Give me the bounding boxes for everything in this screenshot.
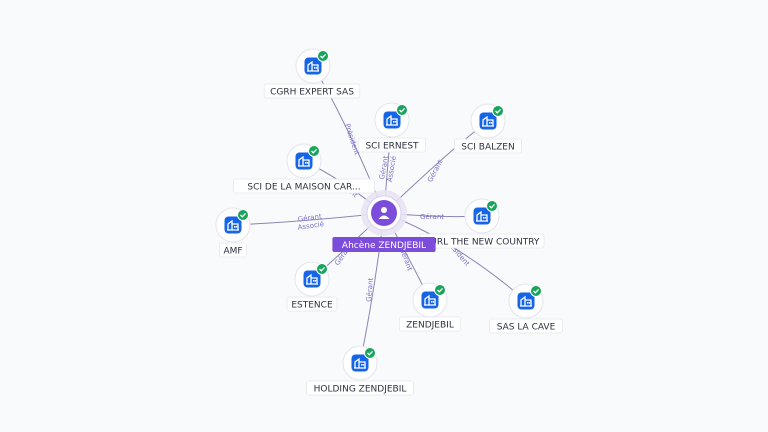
building-icon <box>421 291 439 309</box>
company-node-zendjebil[interactable]: ZENDJEBIL <box>398 282 462 332</box>
company-name: SCI DE LA MAISON CAR... <box>247 183 360 193</box>
check-icon <box>308 145 320 157</box>
company-node-holding[interactable]: HOLDING ZENDJEBIL <box>306 345 414 396</box>
check-icon <box>237 209 249 221</box>
company-node-ernest[interactable]: SCI ERNEST <box>358 102 426 153</box>
building-icon <box>473 207 491 225</box>
node-label-box <box>233 178 375 194</box>
check-icon <box>364 347 376 359</box>
person-icon <box>378 207 390 219</box>
edge-labels-newcountry: Gérant <box>420 213 444 221</box>
company-name: CGRH EXPERT SAS <box>270 88 354 98</box>
company-node-newcountry[interactable]: EURL THE NEW COUNTRY <box>419 198 545 249</box>
check-icon <box>396 104 408 116</box>
relation-label: Associé <box>297 220 324 232</box>
company-node-estence[interactable]: ESTENCE <box>286 261 338 312</box>
graph-nodes: CGRH EXPERT SAS SCI ERNEST SCI BALZEN SCI D… <box>215 48 563 396</box>
building-icon <box>383 111 401 129</box>
check-icon <box>486 200 498 212</box>
building-icon <box>304 57 322 75</box>
center-person-name: Ahcène ZENDJEBIL <box>342 240 426 251</box>
building-icon <box>295 152 313 170</box>
company-name: AMF <box>223 247 242 257</box>
relation-label: Gérant <box>297 212 322 223</box>
company-node-amf[interactable]: AMF <box>215 207 251 258</box>
company-name: EURL THE NEW COUNTRY <box>425 238 540 248</box>
node-label-box <box>306 380 414 396</box>
center-label-box <box>332 237 436 252</box>
node-label-box <box>489 318 563 334</box>
node-label-box <box>358 137 426 153</box>
check-icon <box>317 50 329 62</box>
company-name: HOLDING ZENDJEBIL <box>314 385 407 395</box>
company-name: ZENDJEBIL <box>406 321 454 331</box>
building-icon <box>351 354 369 372</box>
company-node-cgrh[interactable]: CGRH EXPERT SAS <box>263 48 361 99</box>
node-label-box <box>219 242 247 258</box>
check-icon <box>434 284 446 296</box>
building-icon <box>479 112 497 130</box>
edge-labels-holding: Gérant <box>365 277 375 302</box>
node-label-box <box>286 296 338 312</box>
building-icon <box>517 292 535 310</box>
node-label-box <box>454 138 522 154</box>
relation-label: Gérant <box>365 277 375 302</box>
company-name: SAS LA CAVE <box>497 323 556 333</box>
check-icon <box>492 105 504 117</box>
check-icon <box>316 263 328 275</box>
company-node-lacave[interactable]: SAS LA CAVE <box>489 283 563 334</box>
building-icon <box>224 216 242 234</box>
node-label-box <box>263 83 361 99</box>
check-icon <box>530 285 542 297</box>
center-person-node[interactable]: Ahcène ZENDJEBIL <box>332 190 436 252</box>
company-name: ESTENCE <box>291 301 333 311</box>
company-name: SCI BALZEN <box>461 143 514 153</box>
node-label-box <box>398 316 462 332</box>
company-node-maison[interactable]: SCI DE LA MAISON CAR... <box>233 143 375 194</box>
company-node-balzen[interactable]: SCI BALZEN <box>454 103 522 154</box>
relation-label: Gérant <box>420 213 444 221</box>
building-icon <box>303 270 321 288</box>
company-name: SCI ERNEST <box>365 142 419 152</box>
